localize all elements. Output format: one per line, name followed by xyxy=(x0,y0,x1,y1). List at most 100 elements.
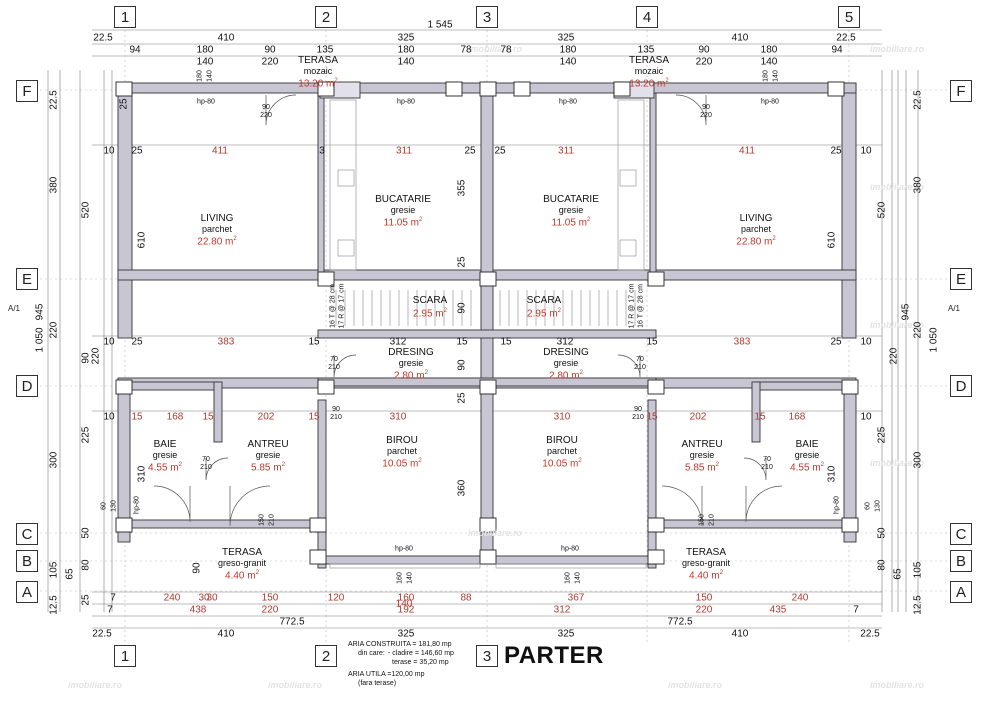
summary-built-area: ARIA CONSTRUITA = 181,80 mp xyxy=(348,641,452,648)
door-swing xyxy=(661,485,703,527)
wall-segment xyxy=(755,381,857,391)
axis-marker-b-left: B xyxy=(16,550,38,572)
dim-top-openings: 135 xyxy=(637,44,655,56)
dim-top: 22.5 xyxy=(93,32,113,44)
axis-marker-3-top: 3 xyxy=(476,6,498,28)
dim-left-inner: 220 xyxy=(90,347,102,365)
dim-mid: 312 xyxy=(556,336,574,348)
column xyxy=(841,379,859,395)
column xyxy=(647,549,665,565)
dim-row-d: 15 xyxy=(202,411,214,423)
dim-left-inner: 225 xyxy=(80,426,92,444)
dim-row-d: 310 xyxy=(553,411,571,423)
dim-top-heights: 140 xyxy=(397,56,415,68)
column xyxy=(309,517,327,533)
window-size-tag: 140 xyxy=(406,572,414,584)
dim-bottom-half: 772.5 xyxy=(667,616,693,628)
column xyxy=(115,81,133,97)
dim-center: 90 xyxy=(456,359,468,371)
dim-bottom: 7 xyxy=(853,604,859,616)
watermark-text: imobiliare.ro xyxy=(468,44,523,54)
column xyxy=(479,549,497,565)
dim-inner: 311 xyxy=(558,145,574,157)
dim-bottom: 140 xyxy=(395,598,413,610)
kitchen-appliance xyxy=(337,239,355,257)
window-size-tag: 130 xyxy=(874,500,882,512)
dim-right-inner: 610 xyxy=(826,231,838,249)
dim-top-openings: 78 xyxy=(460,44,472,56)
door-swing xyxy=(617,354,641,378)
wall-segment xyxy=(647,399,657,569)
dim-center: 360 xyxy=(456,479,468,497)
dim-bottom: 160 xyxy=(397,592,415,604)
axis-marker-f-right: F xyxy=(950,80,972,102)
door-tag: 150 xyxy=(258,514,266,526)
dim-top: 410 xyxy=(731,32,749,44)
dim-bottom: 7 xyxy=(110,592,116,604)
dim-left-outer: 12.5 xyxy=(48,595,60,615)
dim-mid: 312 xyxy=(389,336,407,348)
column xyxy=(513,81,531,97)
dim-right-inner: 520 xyxy=(876,201,888,219)
window-size-tag: 130 xyxy=(110,500,118,512)
dim-bottom-axes: 22.5 xyxy=(860,628,880,640)
axis-marker-1-bottom: 1 xyxy=(114,645,136,667)
axis-marker-e-right: E xyxy=(950,268,972,290)
summary-excl-terraces: (fara terase) xyxy=(358,680,397,687)
axis-marker-e-left: E xyxy=(16,268,38,290)
dim-bottom: 220 xyxy=(695,604,713,616)
dim-center: 25 xyxy=(456,256,468,268)
summary-building: - cladire = 146,60 mp xyxy=(388,650,454,657)
axis-marker-d-right: D xyxy=(950,375,972,397)
dim-left-inner2: 25 xyxy=(80,594,92,606)
dim-top-openings: 180 xyxy=(760,44,778,56)
dim-left-outer2: 945 xyxy=(34,303,46,321)
watermark-text: imobiliare.ro xyxy=(68,680,123,690)
dim-total-width: 1 545 xyxy=(427,19,453,31)
dim-bottom-half: 772.5 xyxy=(279,616,305,628)
window-tag: hp-80 xyxy=(761,98,779,106)
axis-marker-f-left: F xyxy=(16,80,38,102)
watermark-text: imobiliare.ro xyxy=(468,528,523,538)
column xyxy=(317,379,335,395)
axis-marker-b-right: B xyxy=(950,550,972,572)
dim-bottom-axes: 22.5 xyxy=(92,628,112,640)
window-size-tag: 160 xyxy=(564,572,572,584)
summary-terraces: terase = 35,20 mp xyxy=(392,659,449,666)
dim-bottom: 120 xyxy=(327,592,345,604)
dim-row-d: 15 xyxy=(308,411,320,423)
watermark-text: imobiliare.ro xyxy=(870,680,925,690)
wall-segment xyxy=(117,82,133,339)
axis-marker-c-right: C xyxy=(950,523,972,545)
axis-marker-a-right: A xyxy=(950,581,972,603)
door-swing xyxy=(745,485,783,523)
dim-bottom-axes: 325 xyxy=(557,628,575,640)
watermark-text: imobiliare.ro xyxy=(668,680,723,690)
dim-top-openings: 94 xyxy=(831,44,843,56)
axis-marker-1-top: 1 xyxy=(114,6,136,28)
section-mark-right: A/1 xyxy=(948,304,961,313)
dim-inner: 25 xyxy=(830,145,842,157)
dim-right-inner: 310 xyxy=(826,465,838,483)
dim-left-outer: 22.5 xyxy=(48,90,60,110)
door-tag: 210 xyxy=(708,514,716,526)
dim-left-inner: 50 xyxy=(80,527,92,539)
dim-mid: 10 xyxy=(103,336,115,348)
dim-top-heights: 220 xyxy=(695,56,713,68)
dim-mid: 25 xyxy=(830,336,842,348)
window-tag: hp-80 xyxy=(133,496,141,514)
dim-top-openings: 78 xyxy=(500,44,512,56)
dim-row-d: 15 xyxy=(131,411,143,423)
stair-note: 16 T @ 28 cm xyxy=(329,284,337,328)
door-swing xyxy=(265,94,297,126)
